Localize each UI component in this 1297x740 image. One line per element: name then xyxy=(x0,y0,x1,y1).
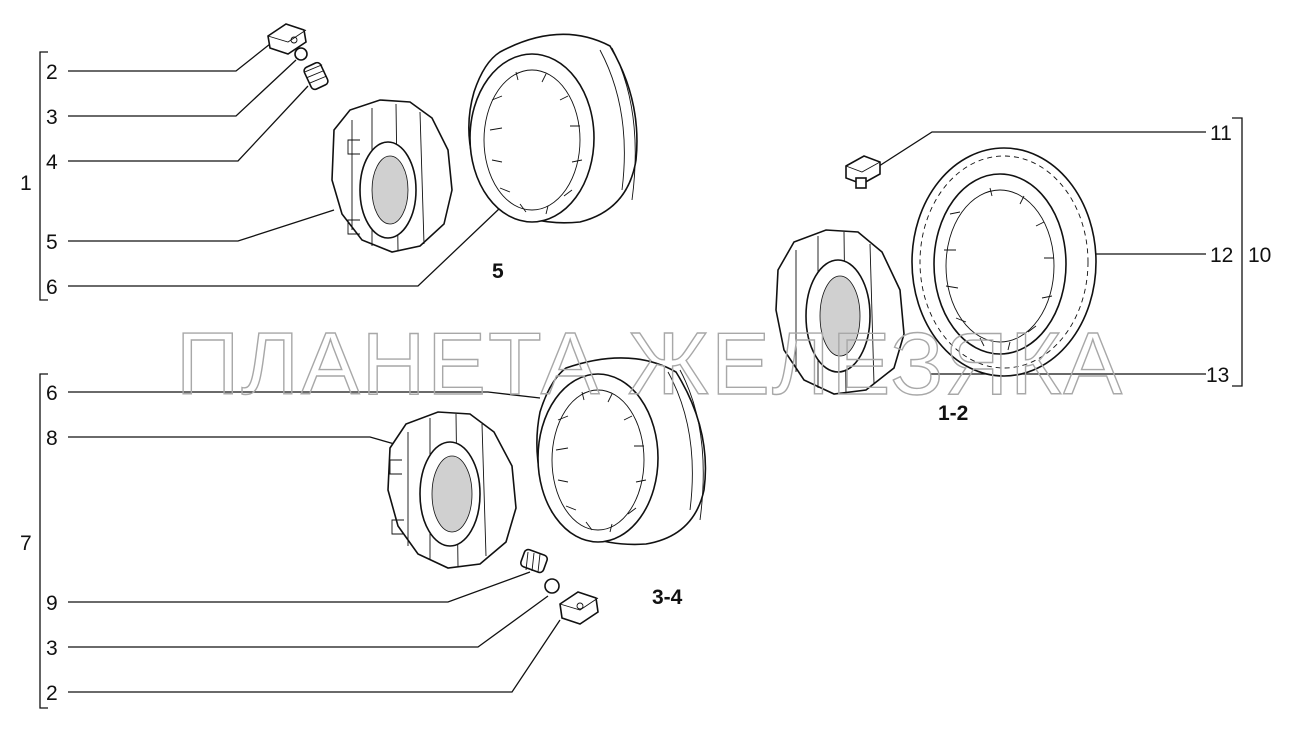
synchronizer-hub-icon xyxy=(387,411,517,569)
callout-7: 7 xyxy=(20,532,32,555)
callout-3-top: 3 xyxy=(46,106,58,129)
detent-block-icon xyxy=(267,23,307,55)
callout-8: 8 xyxy=(46,427,58,450)
ball-icon xyxy=(544,578,560,594)
bracket-group-1: 1 2 3 4 5 6 xyxy=(20,43,501,301)
sliding-sleeve-icon xyxy=(536,357,707,546)
assembly-5-parts: 5 xyxy=(267,23,638,283)
gear-sleeve-icon xyxy=(911,147,1097,377)
group-label-5: 5 xyxy=(492,260,504,283)
watermark: ПЛАНЕТА ЖЕЛЕЗЯКА xyxy=(176,314,1124,413)
callout-3-bottom: 3 xyxy=(46,637,58,660)
ball-icon xyxy=(294,47,308,61)
callout-6-top: 6 xyxy=(46,276,58,299)
detent-key-icon xyxy=(845,155,881,189)
assembly-1-2-parts: 1-2 xyxy=(775,147,1097,425)
callout-5: 5 xyxy=(46,231,58,254)
group-label-1-2: 1-2 xyxy=(938,402,968,425)
callout-2-bottom: 2 xyxy=(46,682,58,705)
callout-4: 4 xyxy=(46,151,58,174)
synchronizer-hub-icon xyxy=(331,99,453,253)
bracket-group-10: 10 11 12 13 xyxy=(875,117,1271,387)
callout-2-top: 2 xyxy=(46,61,58,84)
detent-block-icon xyxy=(559,591,599,625)
callout-10: 10 xyxy=(1248,244,1271,267)
synchronizer-hub-icon xyxy=(775,229,905,395)
callout-6-bottom: 6 xyxy=(46,382,58,405)
callout-1: 1 xyxy=(20,172,32,195)
callout-12: 12 xyxy=(1210,244,1233,267)
callout-9: 9 xyxy=(46,592,58,615)
callout-11: 11 xyxy=(1210,122,1232,145)
bracket-group-7: 7 6 8 9 3 2 xyxy=(20,373,561,709)
spring-icon xyxy=(303,61,329,91)
assembly-3-4-parts: 3-4 xyxy=(387,357,707,625)
group-label-3-4: 3-4 xyxy=(652,586,683,609)
spring-icon xyxy=(519,548,549,574)
sliding-sleeve-icon xyxy=(468,33,638,224)
callout-13: 13 xyxy=(1206,364,1229,387)
